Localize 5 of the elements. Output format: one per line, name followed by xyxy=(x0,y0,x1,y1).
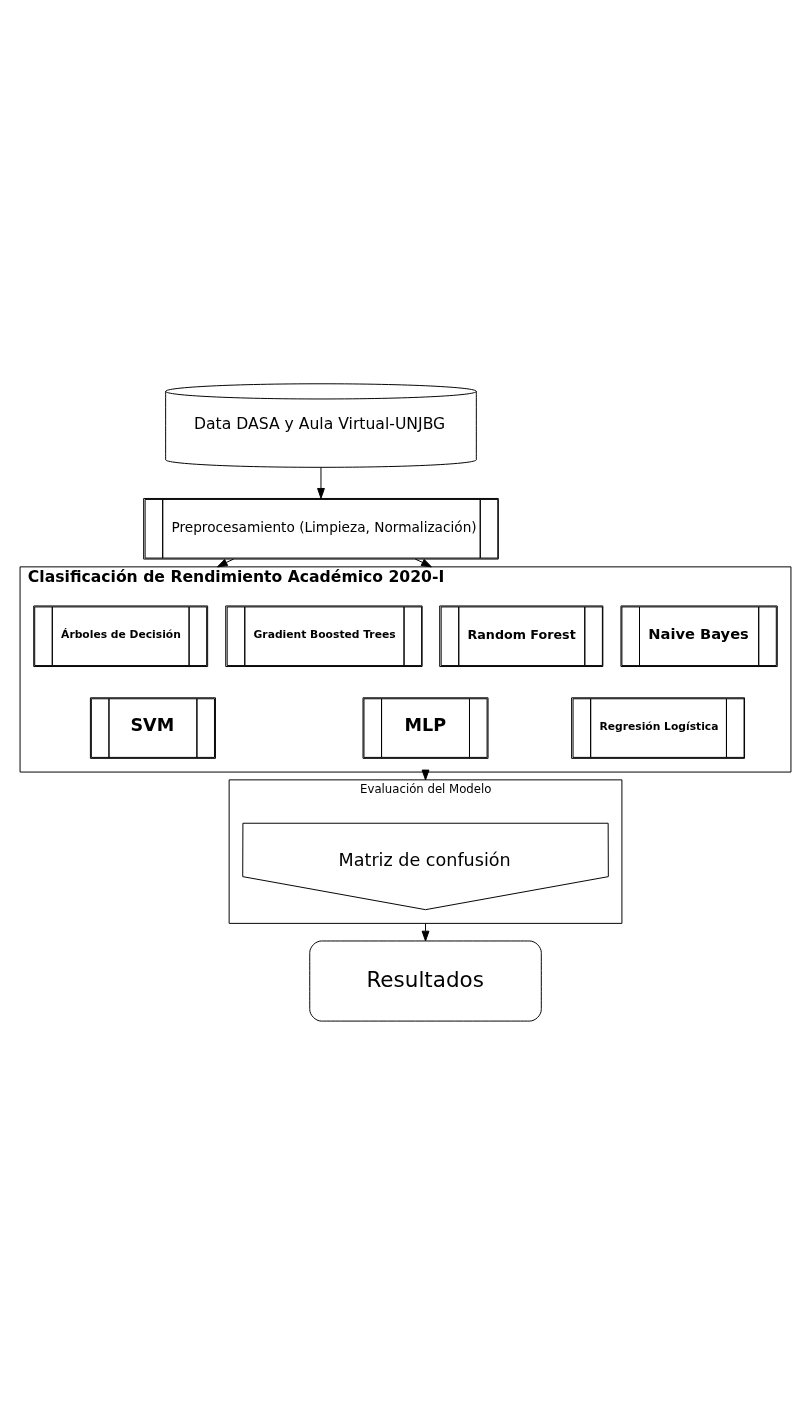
arrow xyxy=(317,466,325,499)
arrow xyxy=(414,558,432,567)
arrow xyxy=(421,922,430,941)
node-box: Resultados xyxy=(309,940,542,1022)
arrow xyxy=(216,558,234,567)
